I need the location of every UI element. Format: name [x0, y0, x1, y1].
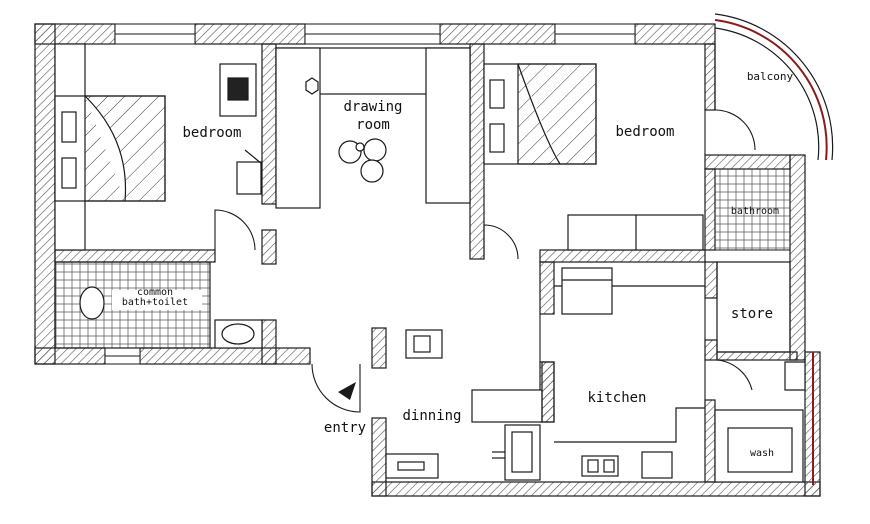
right-bedroom-furniture: [483, 63, 704, 251]
label-balcony: balcony: [747, 70, 794, 83]
outer-walls: [34, 23, 821, 497]
label-bath-toilet: bath+toilet: [122, 297, 188, 308]
label-dinning: dinning: [402, 408, 461, 424]
store-room: [716, 261, 791, 353]
drawing-room-furniture: [275, 47, 471, 209]
label-room: room: [356, 117, 390, 133]
label-bedroom-right: bedroom: [615, 124, 674, 140]
bathroom-tiles: [714, 168, 791, 251]
label-entry: entry: [324, 420, 366, 436]
label-drawing: drawing: [343, 99, 402, 115]
kitchen-furniture: [471, 267, 705, 479]
entry-arrow-icon: [338, 382, 356, 400]
common-bath: [54, 261, 263, 349]
label-store: store: [731, 306, 773, 322]
label-common: common: [137, 287, 173, 298]
dining-furniture: [385, 329, 541, 481]
wash-area: [714, 361, 806, 483]
label-kitchen: kitchen: [587, 390, 646, 406]
windows: [104, 23, 636, 365]
label-wash: wash: [750, 448, 774, 459]
label-bathroom: bathroom: [731, 206, 779, 217]
balcony: [714, 13, 834, 161]
label-bedroom-left: bedroom: [182, 125, 241, 141]
doors: [214, 109, 756, 413]
left-bedroom-furniture: [54, 43, 263, 251]
